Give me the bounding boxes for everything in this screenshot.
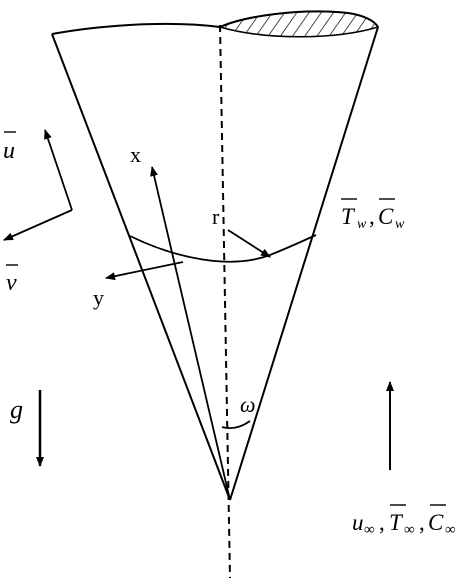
v-label-text: v bbox=[6, 270, 17, 296]
g-label: g bbox=[10, 395, 23, 424]
y-axis-arrow bbox=[105, 261, 184, 281]
cross-section-curve bbox=[129, 234, 317, 263]
freestream-comma-2: , bbox=[419, 510, 425, 535]
freestream-comma-1: , bbox=[379, 510, 385, 535]
wall-comma: , bbox=[369, 204, 375, 229]
freestream-temperature-subscript: ∞ bbox=[404, 522, 415, 538]
wall-concentration-symbol: C bbox=[378, 204, 394, 229]
freestream-concentration-subscript: ∞ bbox=[445, 522, 456, 538]
cone-right-edge bbox=[229, 26, 379, 501]
wall-temperature-symbol: T bbox=[341, 204, 356, 229]
wall-concentration-subscript: w bbox=[395, 217, 405, 232]
x-label: x bbox=[130, 142, 141, 167]
cone-rim-hatched-section bbox=[217, 10, 380, 38]
v-label: v bbox=[6, 264, 18, 296]
u-label-text: u bbox=[3, 138, 15, 164]
freestream-concentration-symbol: C bbox=[428, 510, 444, 535]
omega-label: ω bbox=[240, 392, 256, 417]
x-axis-arrow bbox=[150, 166, 231, 501]
freestream-temperature-symbol: T bbox=[389, 510, 404, 535]
cone bbox=[51, 10, 379, 501]
wall-conditions-label: T w , C w bbox=[341, 198, 405, 232]
radius-arrow bbox=[227, 229, 271, 258]
freestream-velocity-subscript: ∞ bbox=[364, 522, 375, 538]
u-velocity-arrow bbox=[44, 129, 73, 211]
v-velocity-arrow bbox=[3, 209, 73, 241]
freestream-conditions-label: u ∞ , T ∞ , C ∞ bbox=[352, 504, 456, 538]
u-label: u bbox=[3, 131, 16, 164]
freestream-velocity-symbol: u bbox=[352, 510, 364, 535]
wall-temperature-subscript: w bbox=[357, 217, 367, 232]
cone-axis-dashed bbox=[219, 24, 231, 579]
y-label: y bbox=[93, 285, 104, 310]
omega-angle-arc bbox=[221, 420, 251, 430]
cone-left-edge bbox=[51, 33, 231, 501]
r-label: r bbox=[212, 204, 220, 229]
